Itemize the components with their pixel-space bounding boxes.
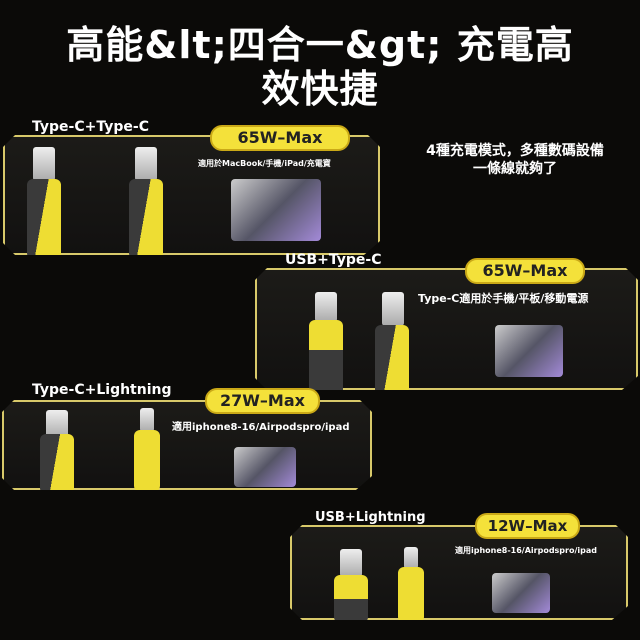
panel-type-c-lightning [2,400,372,490]
type-c-plug-icon [382,292,404,326]
power-badge: 27W–Max [205,388,320,414]
usb-a-plug-icon [340,549,362,577]
cable-icon [27,179,61,259]
type-c-plug-icon [33,147,55,181]
panel-description: Type-C適用於手機/平板/移動電源 [418,292,589,305]
side-text-line-2: 一條線就夠了 [473,161,557,177]
power-badge: 65W–Max [465,258,585,284]
devices-image [234,447,296,487]
side-text: 4種充電模式，多種數碼設備 一條線就夠了 [405,142,625,178]
panel-usb-lightning [290,525,628,620]
side-text-line-1: 4種充電模式，多種數碼設備 [426,143,604,159]
cable-icon [129,179,163,259]
devices-image [495,325,563,377]
cable-icon [134,430,160,492]
panel-usb-type-c [255,268,638,390]
lightning-plug-icon [404,547,418,569]
cable-icon [40,434,74,494]
headline-line-1: 高能&lt;四合一&gt; 充電高 [66,23,574,67]
panel-description: 適用於MacBook/手機/iPad/充電寶 [198,159,331,168]
cable-icon [309,320,343,395]
devices-image [492,573,550,613]
cable-icon [398,567,424,623]
panel-label: Type-C+Type-C [32,119,149,135]
devices-image [231,179,321,241]
cable-icon [334,575,368,623]
panel-description: 適用iphone8-16/Airpodspro/ipad [172,422,350,433]
panel-label: USB+Lightning [315,510,426,525]
panel-type-c-type-c [3,135,380,255]
panel-label: Type-C+Lightning [32,382,172,398]
type-c-plug-icon [135,147,157,181]
panel-description: 適用iphone8-16/Airpodspro/ipad [455,546,597,555]
cable-icon [375,325,409,395]
lightning-plug-icon [140,408,154,432]
power-badge: 12W–Max [475,513,580,539]
type-c-plug-icon [46,410,68,438]
usb-a-plug-icon [315,292,337,322]
power-badge: 65W–Max [210,125,350,151]
panel-label: USB+Type-C [285,252,382,268]
headline-line-2: 效快捷 [261,67,379,111]
